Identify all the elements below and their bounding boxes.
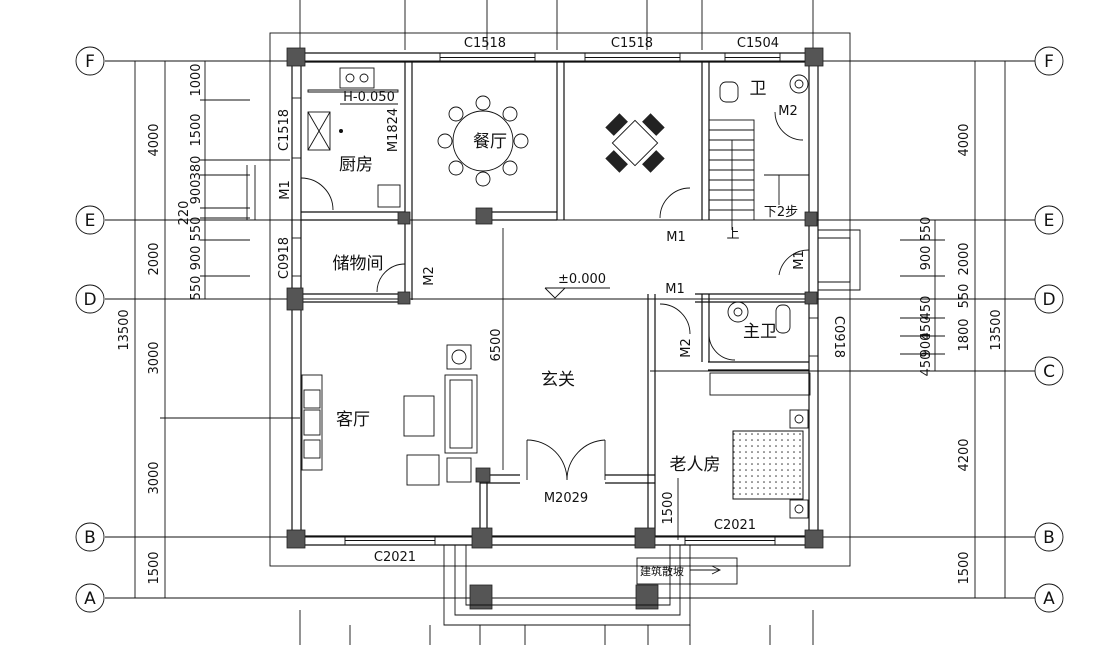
door-label-elder-room: M2: [679, 338, 694, 358]
dim-right-900b: 900: [919, 333, 934, 358]
master-bath-fixtures: [727, 301, 791, 334]
axis-bubbles-left: F E D B A: [75, 46, 105, 613]
kitchen-fixtures: [307, 67, 401, 208]
doors: [300, 111, 810, 481]
axis-label-c-right: C: [1043, 362, 1055, 382]
dim-right-450b: 450: [919, 316, 934, 341]
dimension-chain-right: 13500 4000 2000 550 1800 4200 1500 550 9…: [900, 60, 1010, 599]
window-label-top-3: C1504: [737, 36, 779, 51]
dim-right-4000: 4000: [957, 123, 972, 156]
columns: [286, 47, 824, 610]
dim-right-2000: 2000: [957, 242, 972, 275]
stair-up-label: 上: [726, 227, 739, 242]
room-label-master-bath: 主卫: [743, 322, 777, 342]
dim-left-220: 220: [177, 201, 192, 226]
dim-left-900a: 900: [189, 180, 204, 205]
dim-left-1500-inner: 1500: [189, 113, 204, 146]
door-label-entrance: M2029: [544, 491, 588, 506]
bath-top-fixtures: [719, 74, 809, 103]
dim-right-550-inner: 550: [919, 217, 934, 242]
door-label-kitchen: M1: [278, 180, 293, 200]
window-label-storage: C0918: [277, 237, 292, 279]
room-label-bath-top: 卫: [750, 79, 767, 99]
level-kitchen: H-0.050: [343, 90, 395, 105]
slope-label: 建筑散坡: [640, 564, 684, 578]
dim-right-550: 550: [957, 284, 972, 309]
inner-dimension-6500: 6500: [489, 328, 504, 361]
dim-left-380: 380: [189, 156, 204, 181]
axis-label-f-right: F: [1044, 52, 1054, 72]
axis-label-a-left: A: [84, 589, 96, 609]
dim-left-4000: 4000: [147, 123, 162, 156]
window-label-bottom-right: C2021: [714, 518, 756, 533]
axis-label-d-left: D: [83, 290, 96, 310]
door-label-kitchen-dining: M1824: [386, 108, 401, 152]
room-label-elder-room: 老人房: [670, 455, 721, 475]
window-label-kitchen: C1518: [277, 109, 292, 151]
staircase: [708, 119, 809, 230]
axis-label-f-left: F: [85, 52, 95, 72]
door-label-bath-top: M2: [778, 104, 798, 119]
dim-left-550b: 550: [189, 276, 204, 301]
door-label-stair-side: M1: [792, 250, 807, 270]
dining-table-icon: [437, 95, 529, 187]
door-label-dining-hall: M1: [666, 230, 686, 245]
level-main: ±0.000: [558, 272, 606, 287]
axis-label-b-right: B: [1043, 528, 1055, 548]
window-label-bottom-left: C2021: [374, 550, 416, 565]
dim-right-450c: 450: [919, 352, 934, 377]
window-label-top-2: C1518: [611, 36, 653, 51]
windows: [291, 52, 819, 546]
door-label-master-bath: M1: [665, 282, 685, 297]
dim-left-total: 13500: [117, 309, 132, 350]
living-room-furniture: [301, 344, 478, 486]
dim-left-1000: 1000: [189, 63, 204, 96]
axis-label-e-right: E: [1044, 211, 1055, 231]
grid-lines: [105, 0, 1035, 645]
dim-left-3000b: 3000: [147, 461, 162, 494]
elder-room-furniture: [709, 372, 811, 519]
dim-right-4200: 4200: [957, 438, 972, 471]
room-label-foyer: 玄关: [541, 370, 575, 390]
dim-right-450a: 450: [919, 296, 934, 321]
dimension-chain-left: 13500 4000 2000 3000 3000 1500 1000 1500…: [117, 60, 300, 599]
room-label-living: 客厅: [336, 410, 370, 430]
axis-label-d-right: D: [1042, 290, 1055, 310]
dim-left-2000: 2000: [147, 242, 162, 275]
axis-label-b-left: B: [84, 528, 96, 548]
dim-right-1800: 1800: [957, 318, 972, 351]
dim-left-3000a: 3000: [147, 341, 162, 374]
door-label-storage: M2: [422, 266, 437, 286]
window-label-top-1: C1518: [464, 36, 506, 51]
room-label-storage: 储物间: [333, 254, 384, 274]
axis-label-e-left: E: [85, 211, 96, 231]
porch-dimension-1500: 1500: [661, 491, 676, 524]
axis-bubbles-right: F E D C B A: [1034, 46, 1064, 613]
level-marker-main: [544, 287, 610, 299]
dim-left-900b: 900: [189, 246, 204, 271]
dim-left-1500: 1500: [147, 551, 162, 584]
room-label-dining: 餐厅: [473, 132, 507, 152]
stair-down-label: 下2步: [764, 205, 798, 220]
room-label-kitchen: 厨房: [339, 155, 373, 175]
dim-left-550a: 550: [189, 217, 204, 242]
window-label-master-bath: C0918: [831, 316, 846, 358]
dim-right-total: 13500: [989, 309, 1004, 350]
porch-steps: [246, 165, 861, 626]
dim-right-1500: 1500: [957, 551, 972, 584]
square-table-icon: [605, 113, 665, 173]
dim-right-900a: 900: [919, 246, 934, 271]
axis-label-a-right: A: [1043, 589, 1055, 609]
